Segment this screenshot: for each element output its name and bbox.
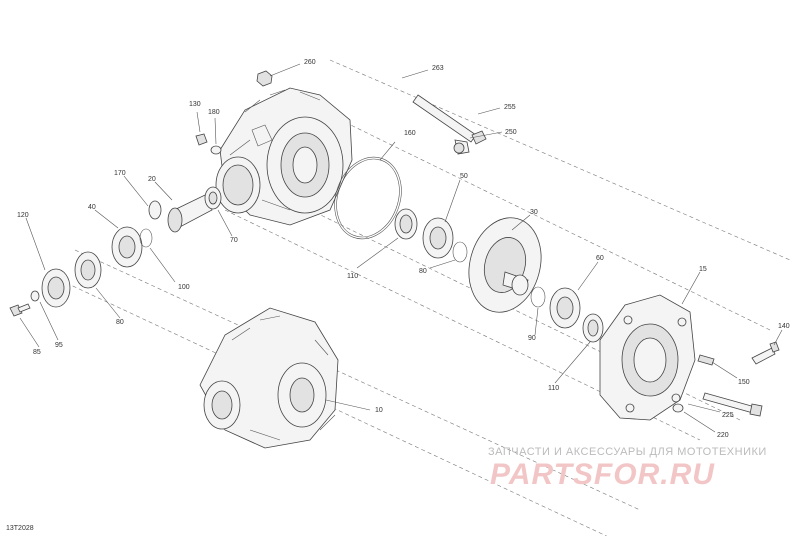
bearing-part-50 [422, 217, 454, 259]
bearing-part-70 [204, 186, 222, 210]
callout-80-seal: 80 [116, 319, 124, 326]
watermark: ЗАПЧАСТИ И АКСЕССУАРЫ ДЛЯ МОТОТЕХНИКИ PA… [488, 446, 767, 491]
callout-140: 140 [778, 323, 790, 330]
shim-part-90 [530, 286, 546, 308]
sleeve-part-150 [697, 354, 715, 366]
callout-20: 20 [148, 176, 156, 183]
bolt-part-250 [453, 139, 470, 155]
callout-15: 15 [699, 266, 707, 273]
callout-250: 250 [505, 129, 517, 136]
seal-part-120 [41, 268, 71, 308]
callout-150: 150 [738, 379, 750, 386]
callout-80-shim: 80 [419, 268, 427, 275]
bolt-part-225 [702, 392, 763, 417]
callout-95: 95 [55, 342, 63, 349]
watermark-tagline: ЗАПЧАСТИ И АКСЕССУАРЫ ДЛЯ МОТОТЕХНИКИ [488, 446, 767, 458]
callout-225: 225 [722, 412, 734, 419]
cover-part-15 [599, 294, 696, 421]
plug-part-130 [195, 133, 208, 146]
callout-110-upper: 110 [347, 273, 358, 280]
figure-reference: 13T2028 [6, 525, 34, 532]
callout-170: 170 [114, 170, 126, 177]
washer-part-180 [210, 145, 222, 155]
callout-40: 40 [88, 204, 96, 211]
callout-70: 70 [230, 237, 238, 244]
assembly-axis-lines [59, 59, 791, 536]
callout-30: 30 [530, 209, 538, 216]
callout-180: 180 [208, 109, 220, 116]
callout-50: 50 [460, 173, 468, 180]
assembled-housing-part-10 [199, 307, 339, 449]
callout-85: 85 [33, 349, 41, 356]
washer-part-95 [30, 290, 40, 302]
callout-255: 255 [504, 104, 516, 111]
leader-lines [19, 63, 783, 433]
callout-10: 10 [375, 407, 383, 414]
callout-90: 90 [528, 335, 536, 342]
callout-220: 220 [717, 432, 729, 439]
pinion-shaft-part [148, 194, 213, 233]
bearing-part-40 [111, 226, 143, 268]
shim-part-80 [452, 241, 468, 263]
washer-part-220 [672, 403, 684, 413]
callout-110-lower: 110 [548, 385, 559, 392]
bolt-part-85 [9, 303, 31, 317]
watermark-logo: PARTSFOR.RU [490, 458, 715, 491]
seal-part-80-left [74, 251, 102, 289]
o-ring-part-160 [334, 156, 402, 240]
upper-housing-part [215, 87, 353, 226]
callout-labels: 260 263 255 250 130 180 160 170 20 50 12… [17, 59, 790, 439]
callout-120: 120 [17, 212, 29, 219]
callout-100: 100 [178, 284, 190, 291]
callout-160: 160 [404, 130, 416, 137]
nut-part-260 [256, 70, 273, 87]
long-bolt-part [412, 94, 487, 145]
seal-part-110-lower [582, 313, 604, 343]
callout-60: 60 [596, 255, 604, 262]
seal-part-110-upper [394, 208, 418, 240]
bearing-part-60 [549, 287, 581, 329]
callout-263: 263 [432, 65, 444, 72]
ring-gear-part-30 [468, 217, 542, 313]
shim-part-100 [139, 228, 153, 248]
callout-260: 260 [304, 59, 316, 66]
bolt-part-140 [751, 341, 780, 365]
callout-130: 130 [189, 101, 201, 108]
